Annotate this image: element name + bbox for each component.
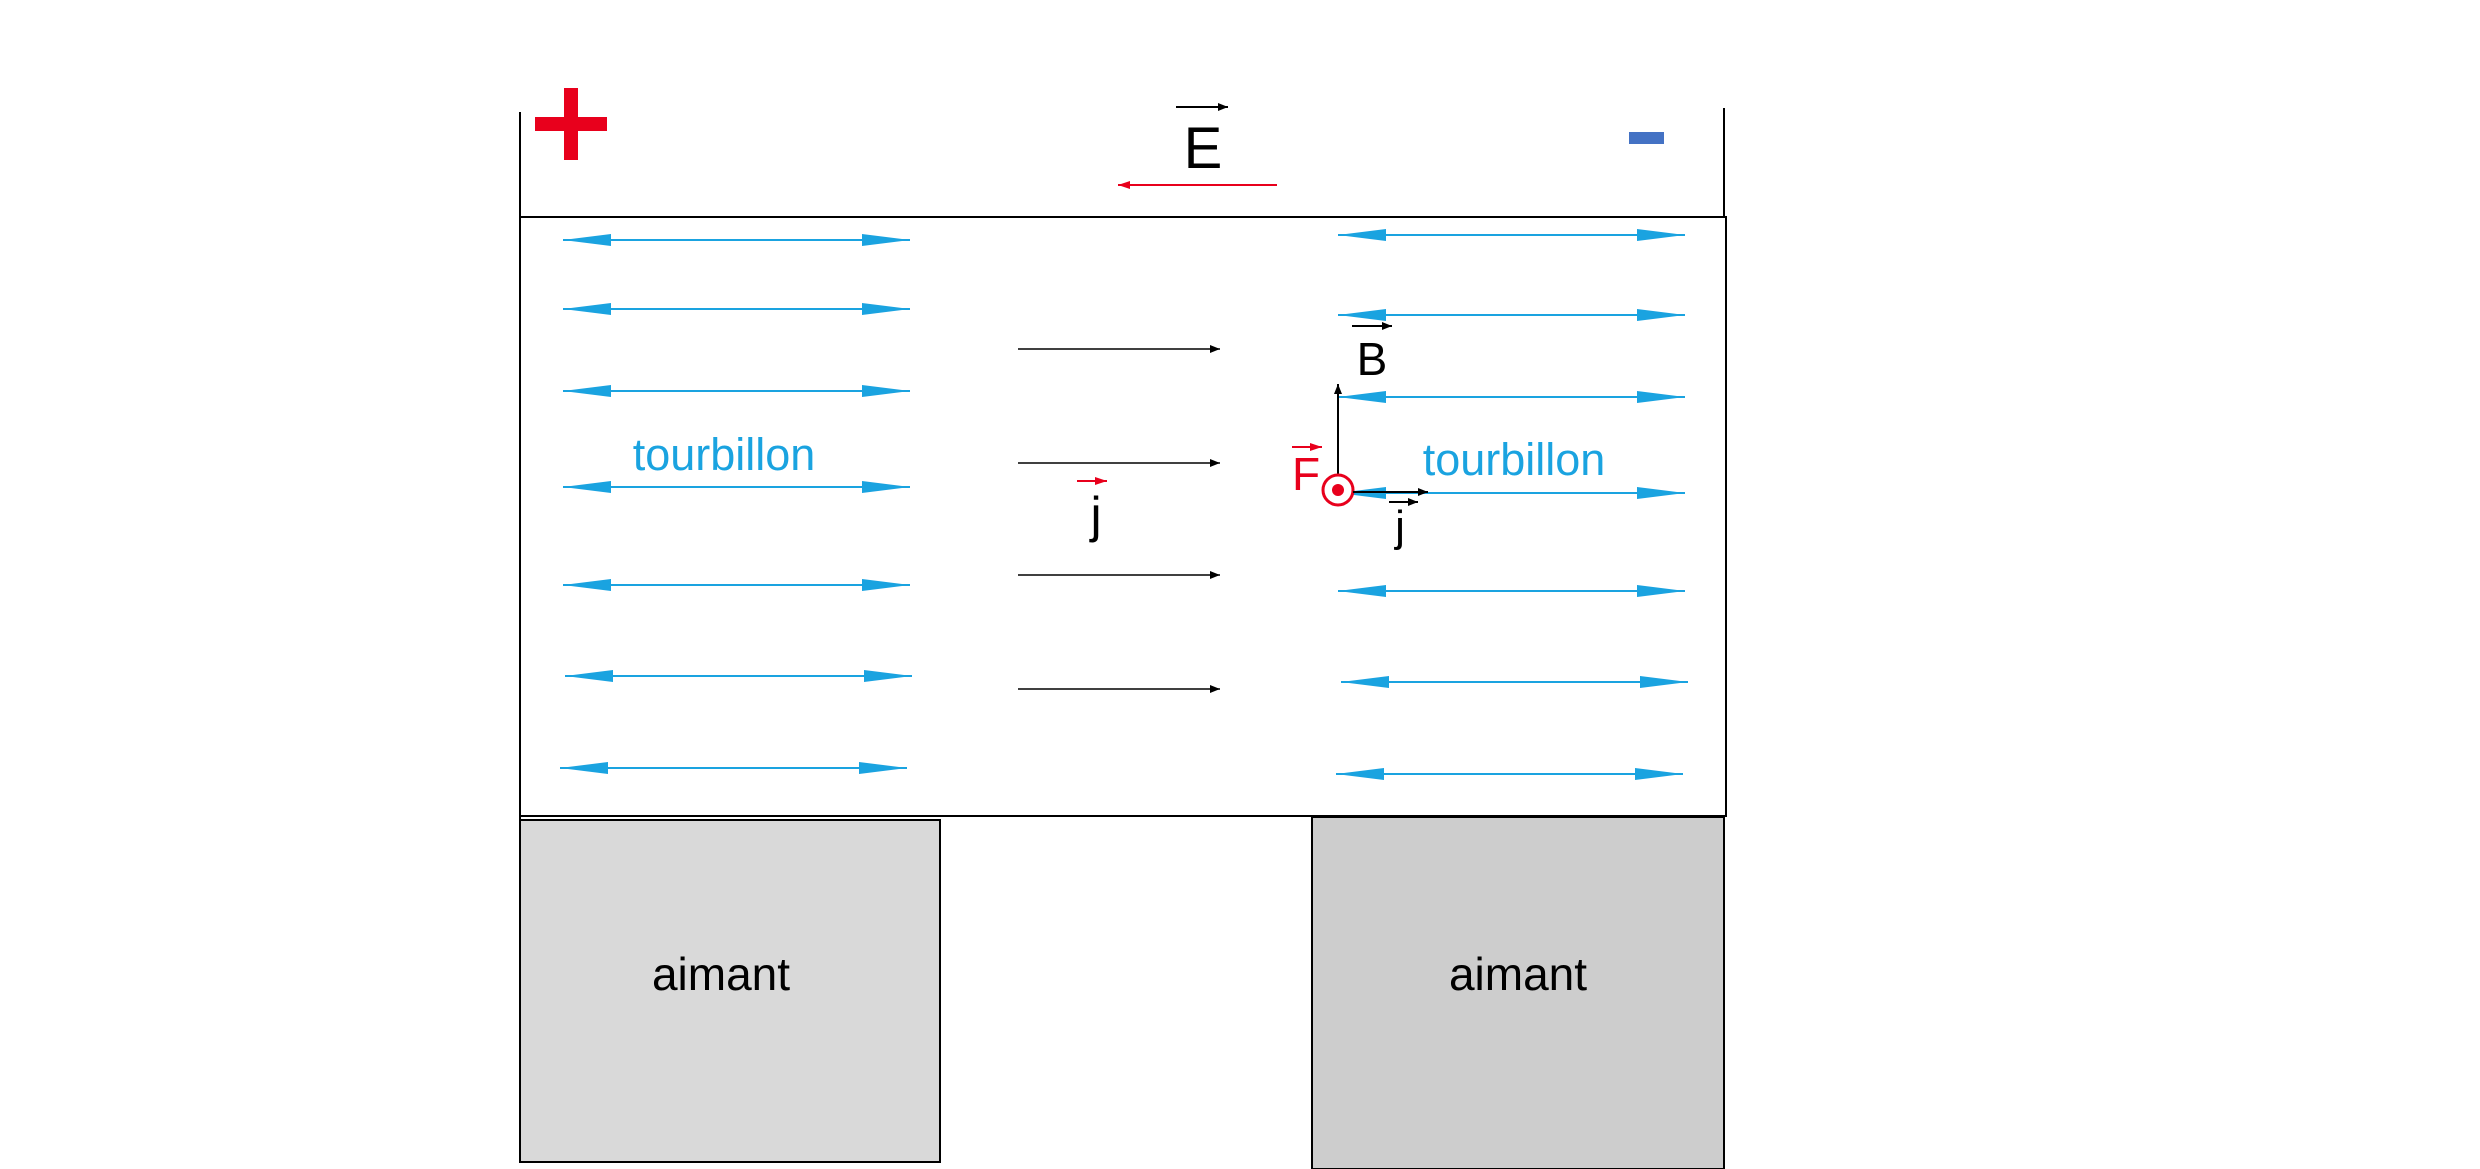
magnet-right-label: aimant: [1449, 948, 1587, 1000]
magnet-left: [519, 819, 941, 1163]
minus-sign: [1629, 132, 1664, 144]
right-vortex-arrows: [1336, 229, 1688, 780]
e-label: E: [1184, 116, 1223, 181]
channel: [519, 216, 1727, 817]
plus-sign: [535, 88, 607, 160]
magnet-left-label: aimant: [652, 948, 790, 1000]
b-label: B: [1357, 333, 1388, 385]
left-vortex-arrows: [560, 234, 912, 774]
f-label: F: [1292, 448, 1320, 500]
magnet-right: [1311, 816, 1725, 1169]
current-arrows: [1018, 345, 1220, 693]
j-right-label: j: [1393, 502, 1405, 551]
circled-dot-icon: [1321, 473, 1355, 507]
tourbillon-left-label: tourbillon: [633, 429, 816, 480]
tourbillon-right-label: tourbillon: [1423, 434, 1606, 485]
j-center-label: j: [1088, 487, 1101, 543]
